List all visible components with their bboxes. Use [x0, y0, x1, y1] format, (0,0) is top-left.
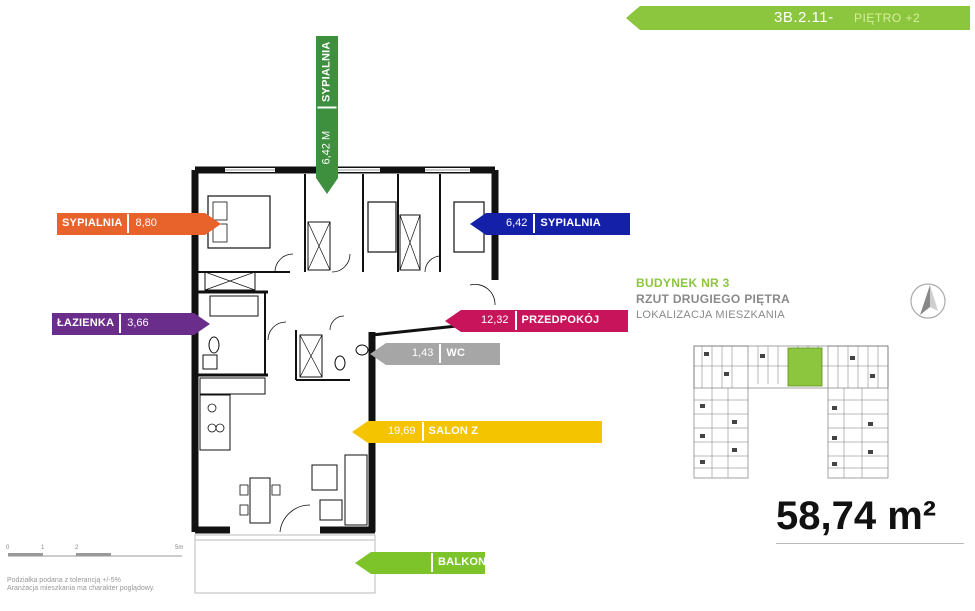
plan-title: RZUT DRUGIEGO PIĘTRA — [636, 292, 791, 306]
scale-tick-1: 1 — [41, 545, 45, 551]
highlighted-apartment — [787, 347, 823, 387]
room-area-divider — [425, 553, 433, 572]
room-name: SYPIALNIA — [57, 214, 130, 233]
room-area: 19,69 M KW — [382, 422, 424, 475]
tag-shape — [52, 313, 210, 335]
room-tag-sypialnia-top: 6,42 M KW SYPIALNIA — [316, 36, 352, 194]
room-name: SYPIALNIA — [540, 217, 601, 229]
note-line-1: Podziałka podana z tolerancją +/-5% — [7, 577, 121, 584]
scale-tick-0: 0 — [6, 545, 10, 551]
room-name: ŁAZIENKA — [52, 314, 122, 333]
building-title: BUDYNEK NR 3 — [636, 276, 730, 290]
banner-arrow-shape — [626, 6, 970, 30]
apartment-code: 3B.2.11- — [774, 9, 834, 26]
total-area: 58,74 m² — [776, 494, 937, 538]
tag-shape — [57, 213, 221, 235]
room-name: SYPIALNIA — [320, 41, 333, 102]
tag-shape — [470, 213, 630, 235]
tag-shape — [316, 36, 338, 194]
top-banner: 3B.2.11- PIĘTRO +2 — [626, 6, 970, 30]
room-area: 6,42 M KW — [500, 214, 536, 267]
note-line-2: Aranżacja mieszkania ma charakter pogląd… — [7, 585, 155, 592]
tag-shape — [352, 421, 602, 443]
room-name: WC — [446, 347, 466, 359]
north-compass-icon — [910, 283, 946, 319]
area-underline — [776, 543, 964, 544]
scale-tick-5m: 5m — [175, 545, 184, 551]
building-location-map — [693, 345, 889, 479]
room-name: PRZEDPOKÓJ — [521, 314, 600, 326]
room-area: 8,80 M KW — [135, 217, 157, 267]
room-name: BALKON — [438, 556, 487, 568]
room-area: 3,66 M KW — [127, 317, 149, 367]
tag-shape — [370, 343, 500, 365]
tolerance-note: Podziałka podana z tolerancją +/-5% Aran… — [7, 577, 155, 593]
room-area: 6,42 M KW — [317, 106, 352, 171]
scale-bar — [8, 553, 182, 557]
room-name: SALON Z ANEKSEM KUCH. — [428, 425, 485, 475]
tag-shape — [445, 310, 628, 332]
location-title: LOKALIZACJA MIESZKANIA — [636, 309, 786, 321]
room-area: 1,43 M KW — [406, 344, 442, 397]
floor-label: PIĘTRO +2 — [854, 11, 921, 25]
scale-tick-2: 2 — [75, 545, 79, 551]
tag-shape — [355, 552, 485, 574]
room-area: 12,32 M KW — [475, 311, 517, 364]
